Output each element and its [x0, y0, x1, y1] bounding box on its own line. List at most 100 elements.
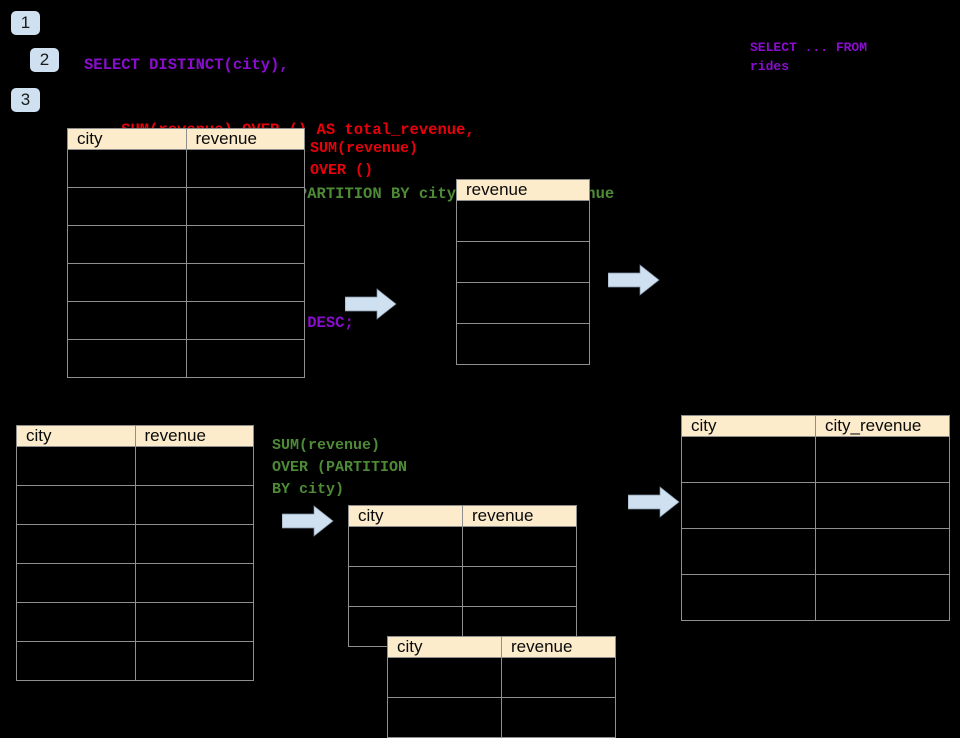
table-header-row: city revenue: [67, 128, 305, 150]
column-header-revenue: revenue: [134, 425, 254, 447]
column-header-city-revenue: city_revenue: [815, 415, 950, 437]
table-row: [456, 200, 590, 242]
cell-revenue: [134, 563, 254, 603]
cell-city: [67, 339, 187, 378]
table-row: [16, 602, 254, 642]
cell-city: [16, 641, 136, 681]
table-row: [67, 149, 305, 188]
step-badge-1: 1: [11, 11, 40, 35]
table-row: [67, 301, 305, 340]
cell-city-revenue: [815, 574, 950, 621]
cell-revenue: [185, 225, 305, 264]
cell-revenue: [134, 641, 254, 681]
column-header-city: city: [681, 415, 816, 437]
cell-revenue: [456, 282, 590, 324]
cell-city-revenue: [815, 482, 950, 529]
column-header-revenue: revenue: [185, 128, 305, 150]
table-row: [16, 446, 254, 486]
cell-city: [67, 301, 187, 340]
partition-group-table-front: city revenue: [387, 636, 616, 738]
sql-line-select: SELECT DISTINCT(city),: [84, 56, 289, 74]
annotation-total-revenue: SUM(revenue) OVER (): [310, 140, 419, 179]
table-header-row: city revenue: [16, 425, 254, 447]
table-row: [681, 528, 950, 575]
annotation-city-revenue: SUM(revenue) OVER (PARTITION BY city): [272, 437, 408, 498]
column-header-revenue: revenue: [456, 179, 590, 201]
column-header-revenue: revenue: [501, 636, 616, 658]
cell-city: [348, 526, 463, 567]
table-row: [456, 282, 590, 324]
table-row: [16, 641, 254, 681]
partition-group-table-back: city revenue: [348, 505, 577, 647]
cell-revenue: [462, 526, 577, 567]
step-badge-3: 3: [11, 88, 40, 112]
cell-city: [16, 563, 136, 603]
cell-revenue: [134, 485, 254, 525]
cell-city: [348, 566, 463, 607]
table-row: [387, 697, 616, 738]
table-row: [681, 482, 950, 529]
table-row: [681, 436, 950, 483]
cell-city: [67, 149, 187, 188]
column-header-city: city: [348, 505, 463, 527]
cell-city: [387, 697, 502, 738]
table-row: [348, 566, 577, 607]
cell-revenue: [185, 339, 305, 378]
cell-city: [681, 528, 816, 575]
column-header-city: city: [16, 425, 136, 447]
final-result-table: city city_revenue: [681, 415, 950, 621]
rides-source-table-bottom: city revenue: [16, 425, 254, 681]
cell-city: [387, 657, 502, 698]
cell-city: [16, 602, 136, 642]
cell-revenue: [501, 697, 616, 738]
cell-city: [16, 446, 136, 486]
cell-city: [681, 482, 816, 529]
arrow-rides-to-partition: [282, 505, 334, 537]
table-row: [16, 524, 254, 564]
column-header-city: city: [67, 128, 187, 150]
cell-revenue: [134, 602, 254, 642]
column-header-city: city: [387, 636, 502, 658]
cell-city: [67, 225, 187, 264]
cell-revenue: [456, 200, 590, 242]
cell-city: [16, 524, 136, 564]
cell-city: [681, 574, 816, 621]
cell-city: [67, 187, 187, 226]
cell-revenue: [456, 241, 590, 283]
table-header-row: city revenue: [387, 636, 616, 658]
diagram-canvas: 1 2 3 SELECT DISTINCT(city), SUM(revenue…: [11, 11, 950, 738]
table-row: [67, 187, 305, 226]
side-note-select-from-rides: SELECT ... FROM rides: [750, 40, 868, 74]
arrow-total-revenue-to-final: [608, 264, 660, 296]
table-row: [456, 241, 590, 283]
cell-city-revenue: [815, 436, 950, 483]
rides-source-table-top: city revenue: [67, 128, 305, 378]
cell-revenue: [462, 566, 577, 607]
cell-city: [681, 436, 816, 483]
cell-revenue: [185, 301, 305, 340]
table-row: [16, 485, 254, 525]
cell-revenue: [185, 187, 305, 226]
cell-revenue: [185, 263, 305, 302]
table-row: [681, 574, 950, 621]
table-row: [387, 657, 616, 698]
cell-revenue: [456, 323, 590, 365]
table-row: [456, 323, 590, 365]
cell-revenue: [185, 149, 305, 188]
cell-city: [16, 485, 136, 525]
table-row: [348, 526, 577, 567]
table-header-row: city city_revenue: [681, 415, 950, 437]
cell-revenue: [134, 524, 254, 564]
table-header-row: city revenue: [348, 505, 577, 527]
table-row: [67, 225, 305, 264]
column-header-revenue: revenue: [462, 505, 577, 527]
arrow-partition-to-final: [628, 486, 680, 518]
table-row: [67, 339, 305, 378]
cell-revenue: [501, 657, 616, 698]
step-badge-2: 2: [30, 48, 59, 72]
table-row: [67, 263, 305, 302]
total-revenue-table: revenue: [456, 179, 590, 365]
table-row: [16, 563, 254, 603]
cell-city: [67, 263, 187, 302]
cell-city-revenue: [815, 528, 950, 575]
